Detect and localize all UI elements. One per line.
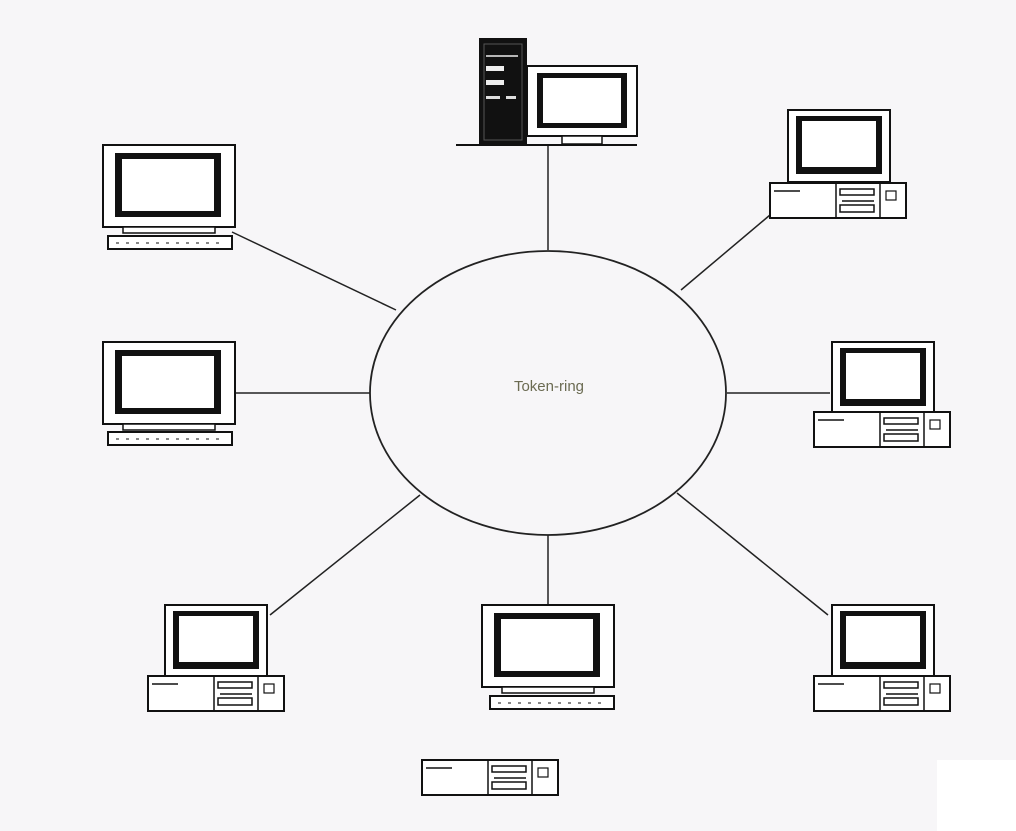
token-ring-ellipse xyxy=(369,250,727,536)
link-top-right xyxy=(680,214,771,291)
desktop-pc-icon xyxy=(769,109,907,219)
token-ring-label: Token-ring xyxy=(513,378,585,395)
desktop-pc-icon xyxy=(813,604,951,712)
link-bottom-left xyxy=(269,494,421,616)
connection-lines xyxy=(231,146,830,616)
link-top-left xyxy=(231,231,397,311)
system-unit-icon xyxy=(421,759,559,796)
server-tower-with-monitor-icon xyxy=(456,38,638,146)
link-bottom-right xyxy=(676,492,829,616)
desktop-pc-icon xyxy=(813,341,951,448)
monitor-with-keyboard-icon xyxy=(102,144,236,250)
monitor-with-keyboard-icon xyxy=(481,604,615,710)
blank-area xyxy=(937,760,1016,831)
monitor-with-keyboard-icon xyxy=(102,341,236,446)
desktop-pc-icon xyxy=(147,604,285,712)
